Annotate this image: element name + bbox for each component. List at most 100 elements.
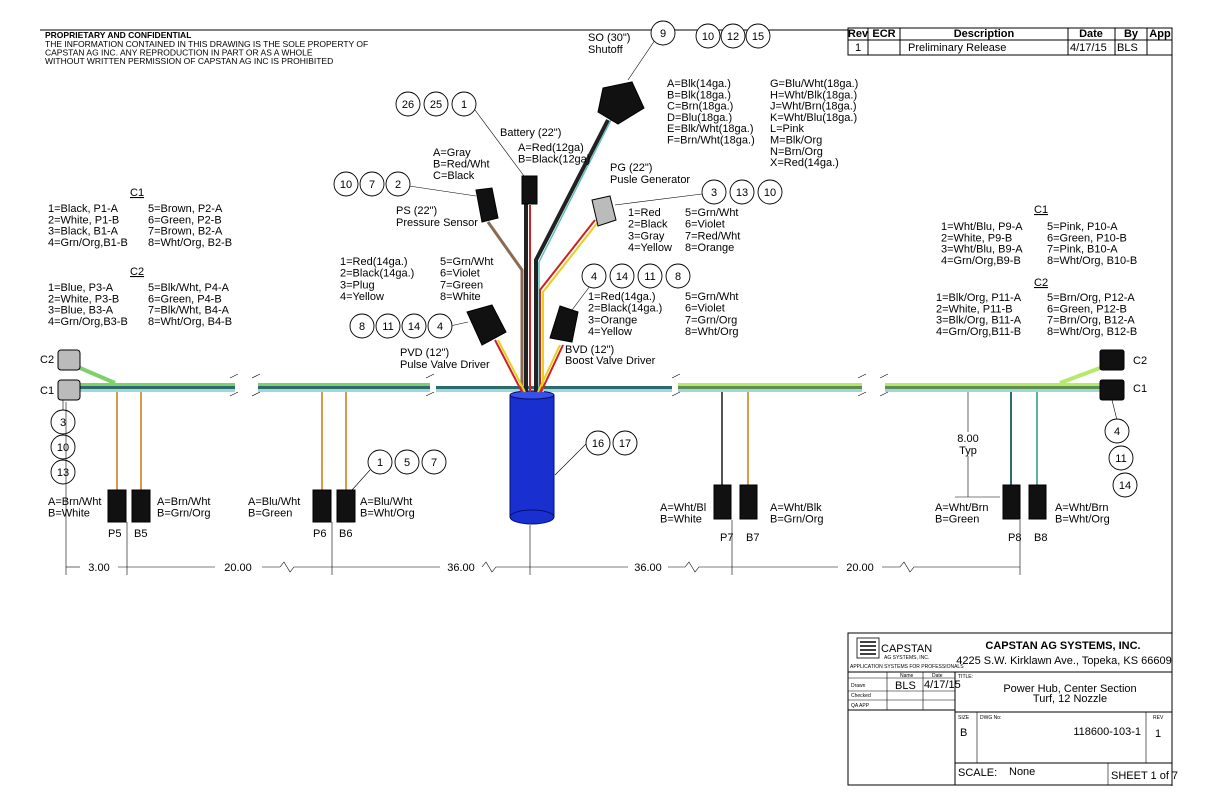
bvd-name: Boost Valve Driver [565, 355, 656, 367]
text-line: 3=Plug [340, 279, 375, 291]
text-line: B=Grn/Org [157, 508, 211, 520]
balloon-circle [612, 430, 638, 456]
balloon-number: 7 [431, 457, 437, 469]
shutoff-balloon: 9 [650, 20, 676, 46]
text-line: 4=Yellow [628, 242, 672, 254]
text-line: 8=Wht/Org, B10-B [1047, 255, 1137, 267]
balloon-circle [401, 313, 427, 339]
text-line: 2=White, P1-B [48, 214, 119, 226]
c1-connector-right [1099, 379, 1125, 401]
balloon-number: 1 [461, 99, 467, 111]
text-line: 1=Red(14ga.) [340, 256, 408, 268]
balloon-number: 8 [675, 271, 681, 283]
bvd-label: BVD (12") [565, 344, 614, 356]
balloon-number: 4 [591, 271, 597, 283]
balloon-number: 13 [57, 467, 69, 479]
p8-label: P8 [1008, 532, 1021, 544]
balloon-circle [701, 179, 727, 205]
balloon-number: 15 [752, 31, 764, 43]
text-line: 5=Brn/Org, P12-A [1047, 292, 1135, 304]
text-line: B=Red/Wht [433, 159, 490, 171]
b5-label: B5 [134, 528, 147, 540]
balloon-circle [367, 449, 393, 475]
size-label: SIZE [958, 715, 970, 721]
date-header-tb: Date [932, 673, 943, 679]
battery-label: Battery (22") [500, 127, 561, 139]
text-line: 6=Green, P12-B [1047, 303, 1127, 315]
text-line: B=White [660, 514, 702, 526]
text-line: B=Black(12ga) [518, 154, 590, 166]
shutoff-pins-a: A=Blk(14ga.)B=Blk(18ga.)C=Brn(18ga.)D=Bl… [667, 78, 755, 147]
balloon-circle [349, 313, 375, 339]
pulse-generator-label: PG (22") [610, 162, 652, 174]
harness-segment-center [436, 386, 672, 392]
break-marks [229, 373, 889, 397]
text-line: A=Blu/Wht [248, 496, 300, 508]
drawn-label: Drawn [851, 683, 866, 689]
text-line: 4=Grn/Org,B1-B [48, 237, 128, 249]
text-line: B=Grn/Org [770, 514, 824, 526]
text-line: A=Wht/Blk [770, 502, 822, 514]
text-line: 1=Black, P1-A [48, 203, 119, 215]
logo-tagline: APPLICATION SYSTEMS FOR PROFESSIONALS [850, 664, 964, 670]
title-block: CAPSTAN AG SYSTEMS, INC. APPLICATION SYS… [847, 632, 1178, 786]
p5-connector [107, 489, 127, 523]
text-line: 6=Green, P2-B [148, 214, 222, 226]
pressure-sensor-name: Pressure Sensor [396, 217, 478, 229]
rev-value-tb: 1 [1155, 728, 1161, 740]
sheet-number: SHEET 1 of 7 [1111, 770, 1178, 782]
balloon-circle [757, 179, 783, 205]
text-line: 6=Violet [685, 219, 725, 231]
balloon-circle [1104, 418, 1130, 444]
balloon-number: 14 [408, 321, 420, 333]
shutoff-connector [597, 81, 645, 125]
description-header: Description [954, 28, 1015, 40]
text-line: J=Wht/Brn(18ga.) [770, 101, 857, 113]
text-line: A=Brn/Wht [48, 496, 102, 508]
typ-dimension-value: 8.00 [957, 433, 978, 445]
text-line: 7=Green [440, 279, 483, 291]
text-line: 3=Blue, B3-A [48, 305, 114, 317]
pvd-name: Pulse Valve Driver [400, 359, 490, 371]
balloon-circle [451, 91, 477, 117]
text-line: B=Blk(18ga.) [667, 89, 731, 101]
text-line: H=Wht/Blk(18ga.) [770, 89, 857, 101]
c2-connector-right [1099, 349, 1125, 371]
b7-label: B7 [746, 532, 759, 544]
ecr-header: ECR [872, 28, 895, 40]
left-c1-label: C1 [40, 385, 54, 397]
text-line: 3=Black, B1-A [48, 226, 119, 238]
qa-label: QA APP [851, 703, 870, 709]
balloon-circle [333, 171, 359, 197]
balloon-circle [729, 179, 755, 205]
scale-value: None [1009, 766, 1035, 778]
dim-36-right: 36.00 [634, 562, 662, 574]
balloon-circle [745, 23, 771, 49]
balloon-number: 17 [619, 438, 631, 450]
p7-label: P7 [720, 532, 733, 544]
pressure-sensor-connector [475, 187, 499, 223]
text-line: 8=Wht/Org, B4-B [148, 316, 232, 328]
text-line: WITHOUT WRITTEN PERMISSION OF CAPSTAN AG… [45, 56, 333, 66]
drawn-date: 4/17/15 [924, 679, 961, 691]
text-line: 8=Orange [685, 242, 734, 254]
text-line: 3=Blk/Org, B11-A [936, 315, 1022, 327]
balloon-circle [423, 91, 449, 117]
name-header: Name [900, 673, 914, 679]
rev-label-tb: REV [1153, 715, 1164, 721]
title-line-1: Power Hub, Center Section [1003, 683, 1136, 695]
